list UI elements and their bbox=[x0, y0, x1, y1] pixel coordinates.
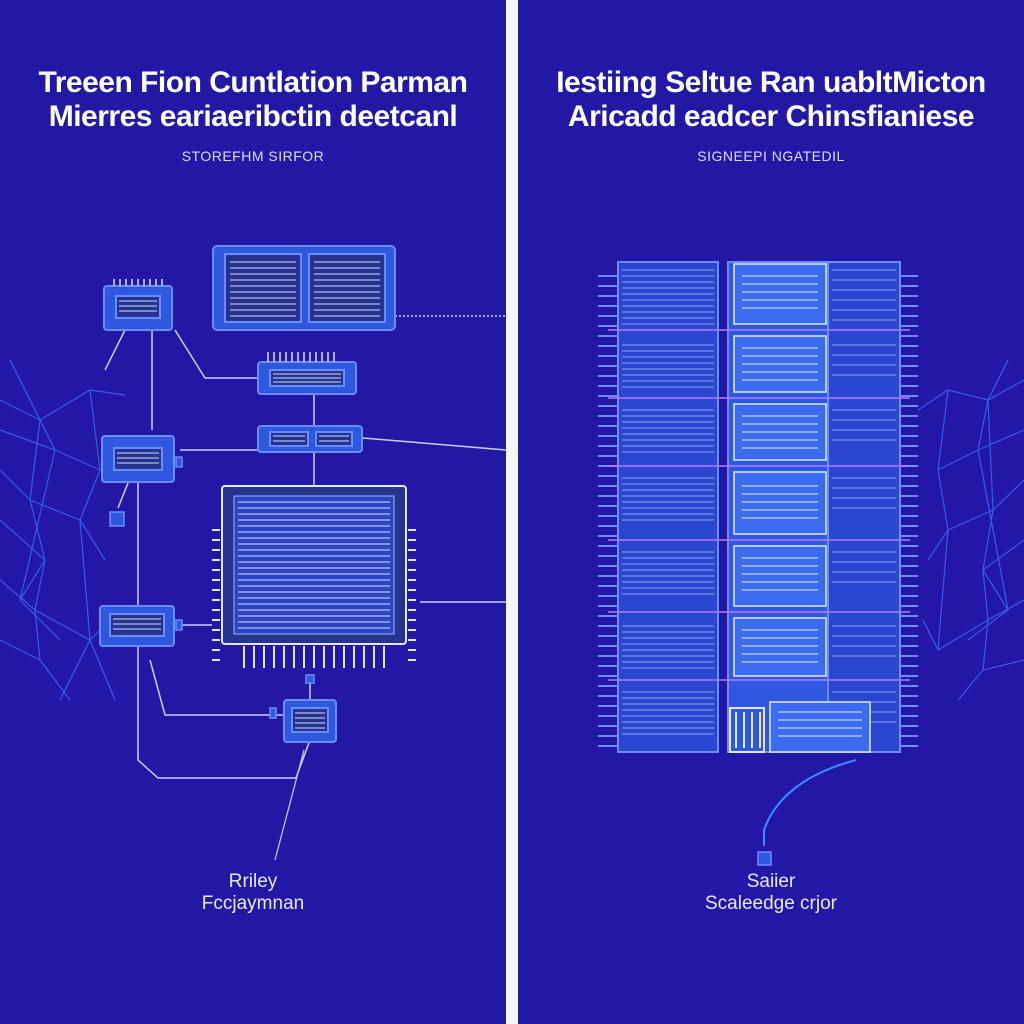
memory-module-top bbox=[212, 245, 396, 331]
right-memory-rack-diagram bbox=[598, 261, 1024, 866]
left-title-line2: Mierres eariaeribctin deetcanl bbox=[48, 100, 458, 133]
left-connector-lines bbox=[104, 315, 506, 861]
left-subtitle: STOREFHM SIRFOR bbox=[181, 148, 325, 164]
right-subtitle: SIGNEEPI NGATEDIL bbox=[697, 148, 845, 164]
terminal-node bbox=[757, 851, 772, 866]
right-network-mesh bbox=[917, 359, 1024, 701]
chip-module-6 bbox=[283, 699, 337, 743]
right-panel: Iestiing Seltue Ran uabltMicton Aricadd … bbox=[518, 0, 1024, 1024]
left-title-line1: Treeen Fion Cuntlation Parman bbox=[38, 66, 468, 99]
left-architecture-diagram bbox=[0, 245, 506, 861]
panel-divider bbox=[506, 0, 518, 1024]
chip-module-1 bbox=[103, 285, 173, 331]
chip-module-2 bbox=[101, 435, 175, 483]
right-title-line2: Aricadd eadcer Chinsfianiese bbox=[567, 100, 975, 133]
right-caption-line1: Saiier bbox=[746, 871, 796, 892]
left-network-mesh bbox=[0, 359, 126, 701]
left-caption-line2: Fccjaymnan bbox=[201, 893, 305, 914]
right-caption-line2: Scaleedge crjor bbox=[704, 893, 838, 914]
left-small-nodes bbox=[109, 456, 315, 719]
chip-module-3 bbox=[99, 605, 175, 647]
chip-module-5 bbox=[257, 425, 363, 453]
left-caption-line1: Rriley bbox=[228, 871, 278, 892]
connection-curve bbox=[763, 759, 857, 846]
main-processor-chip bbox=[212, 485, 416, 668]
right-title-line1: Iestiing Seltue Ran uabltMicton bbox=[556, 66, 986, 99]
left-panel: Treeen Fion Cuntlation Parman Mierres ea… bbox=[0, 0, 506, 1024]
